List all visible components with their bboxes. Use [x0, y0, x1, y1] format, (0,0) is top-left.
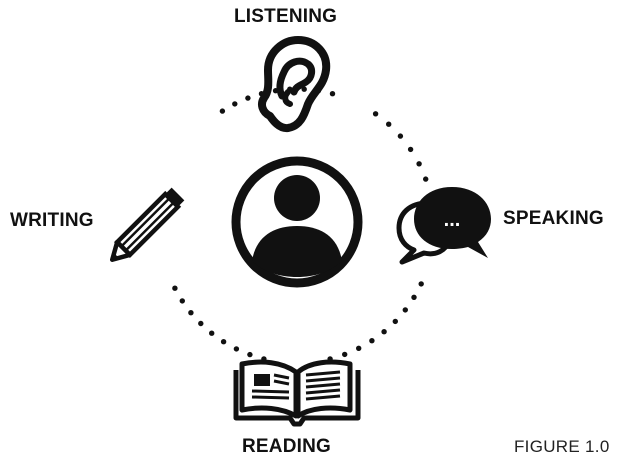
ring-dot — [245, 95, 251, 101]
ring-dot — [381, 329, 387, 335]
ring-dot — [219, 108, 226, 114]
ring-dot — [172, 285, 178, 291]
ring-dot — [188, 310, 194, 316]
ring-dot — [369, 338, 375, 344]
ear-icon — [258, 36, 331, 133]
label-reading: READING — [242, 436, 332, 457]
label-speaking: SPEAKING — [503, 208, 604, 229]
ring-dot — [402, 307, 408, 313]
ring-dot — [397, 133, 404, 139]
ring-dot — [372, 111, 379, 117]
person-icon — [231, 156, 363, 288]
dotted-ring — [172, 86, 429, 362]
ring-dot — [356, 345, 362, 351]
ring-dot — [386, 121, 392, 127]
ring-dot — [329, 91, 336, 97]
ring-dot — [198, 320, 204, 327]
pencil-icon — [109, 187, 185, 263]
ring-dot — [418, 281, 424, 287]
ring-dot — [220, 339, 227, 345]
ring-dot — [233, 346, 240, 352]
speech-bubble-text: ... — [444, 209, 461, 231]
ring-dot — [423, 176, 429, 182]
ring-dot — [342, 351, 348, 358]
label-listening: LISTENING — [234, 6, 338, 27]
ring-dot — [416, 161, 422, 167]
ring-dot — [392, 318, 398, 325]
ring-dot — [411, 294, 417, 300]
label-writing: WRITING — [10, 210, 94, 231]
ring-dot — [407, 146, 414, 153]
open-book-icon — [233, 359, 361, 427]
figure-caption: FIGURE 1.0 — [514, 437, 610, 456]
ring-dot — [301, 86, 307, 92]
ring-dot — [179, 298, 185, 304]
speech-bubbles-icon: ... — [396, 187, 491, 265]
ring-dot — [209, 330, 215, 336]
ring-dot — [247, 351, 253, 358]
ring-dot — [232, 101, 238, 107]
